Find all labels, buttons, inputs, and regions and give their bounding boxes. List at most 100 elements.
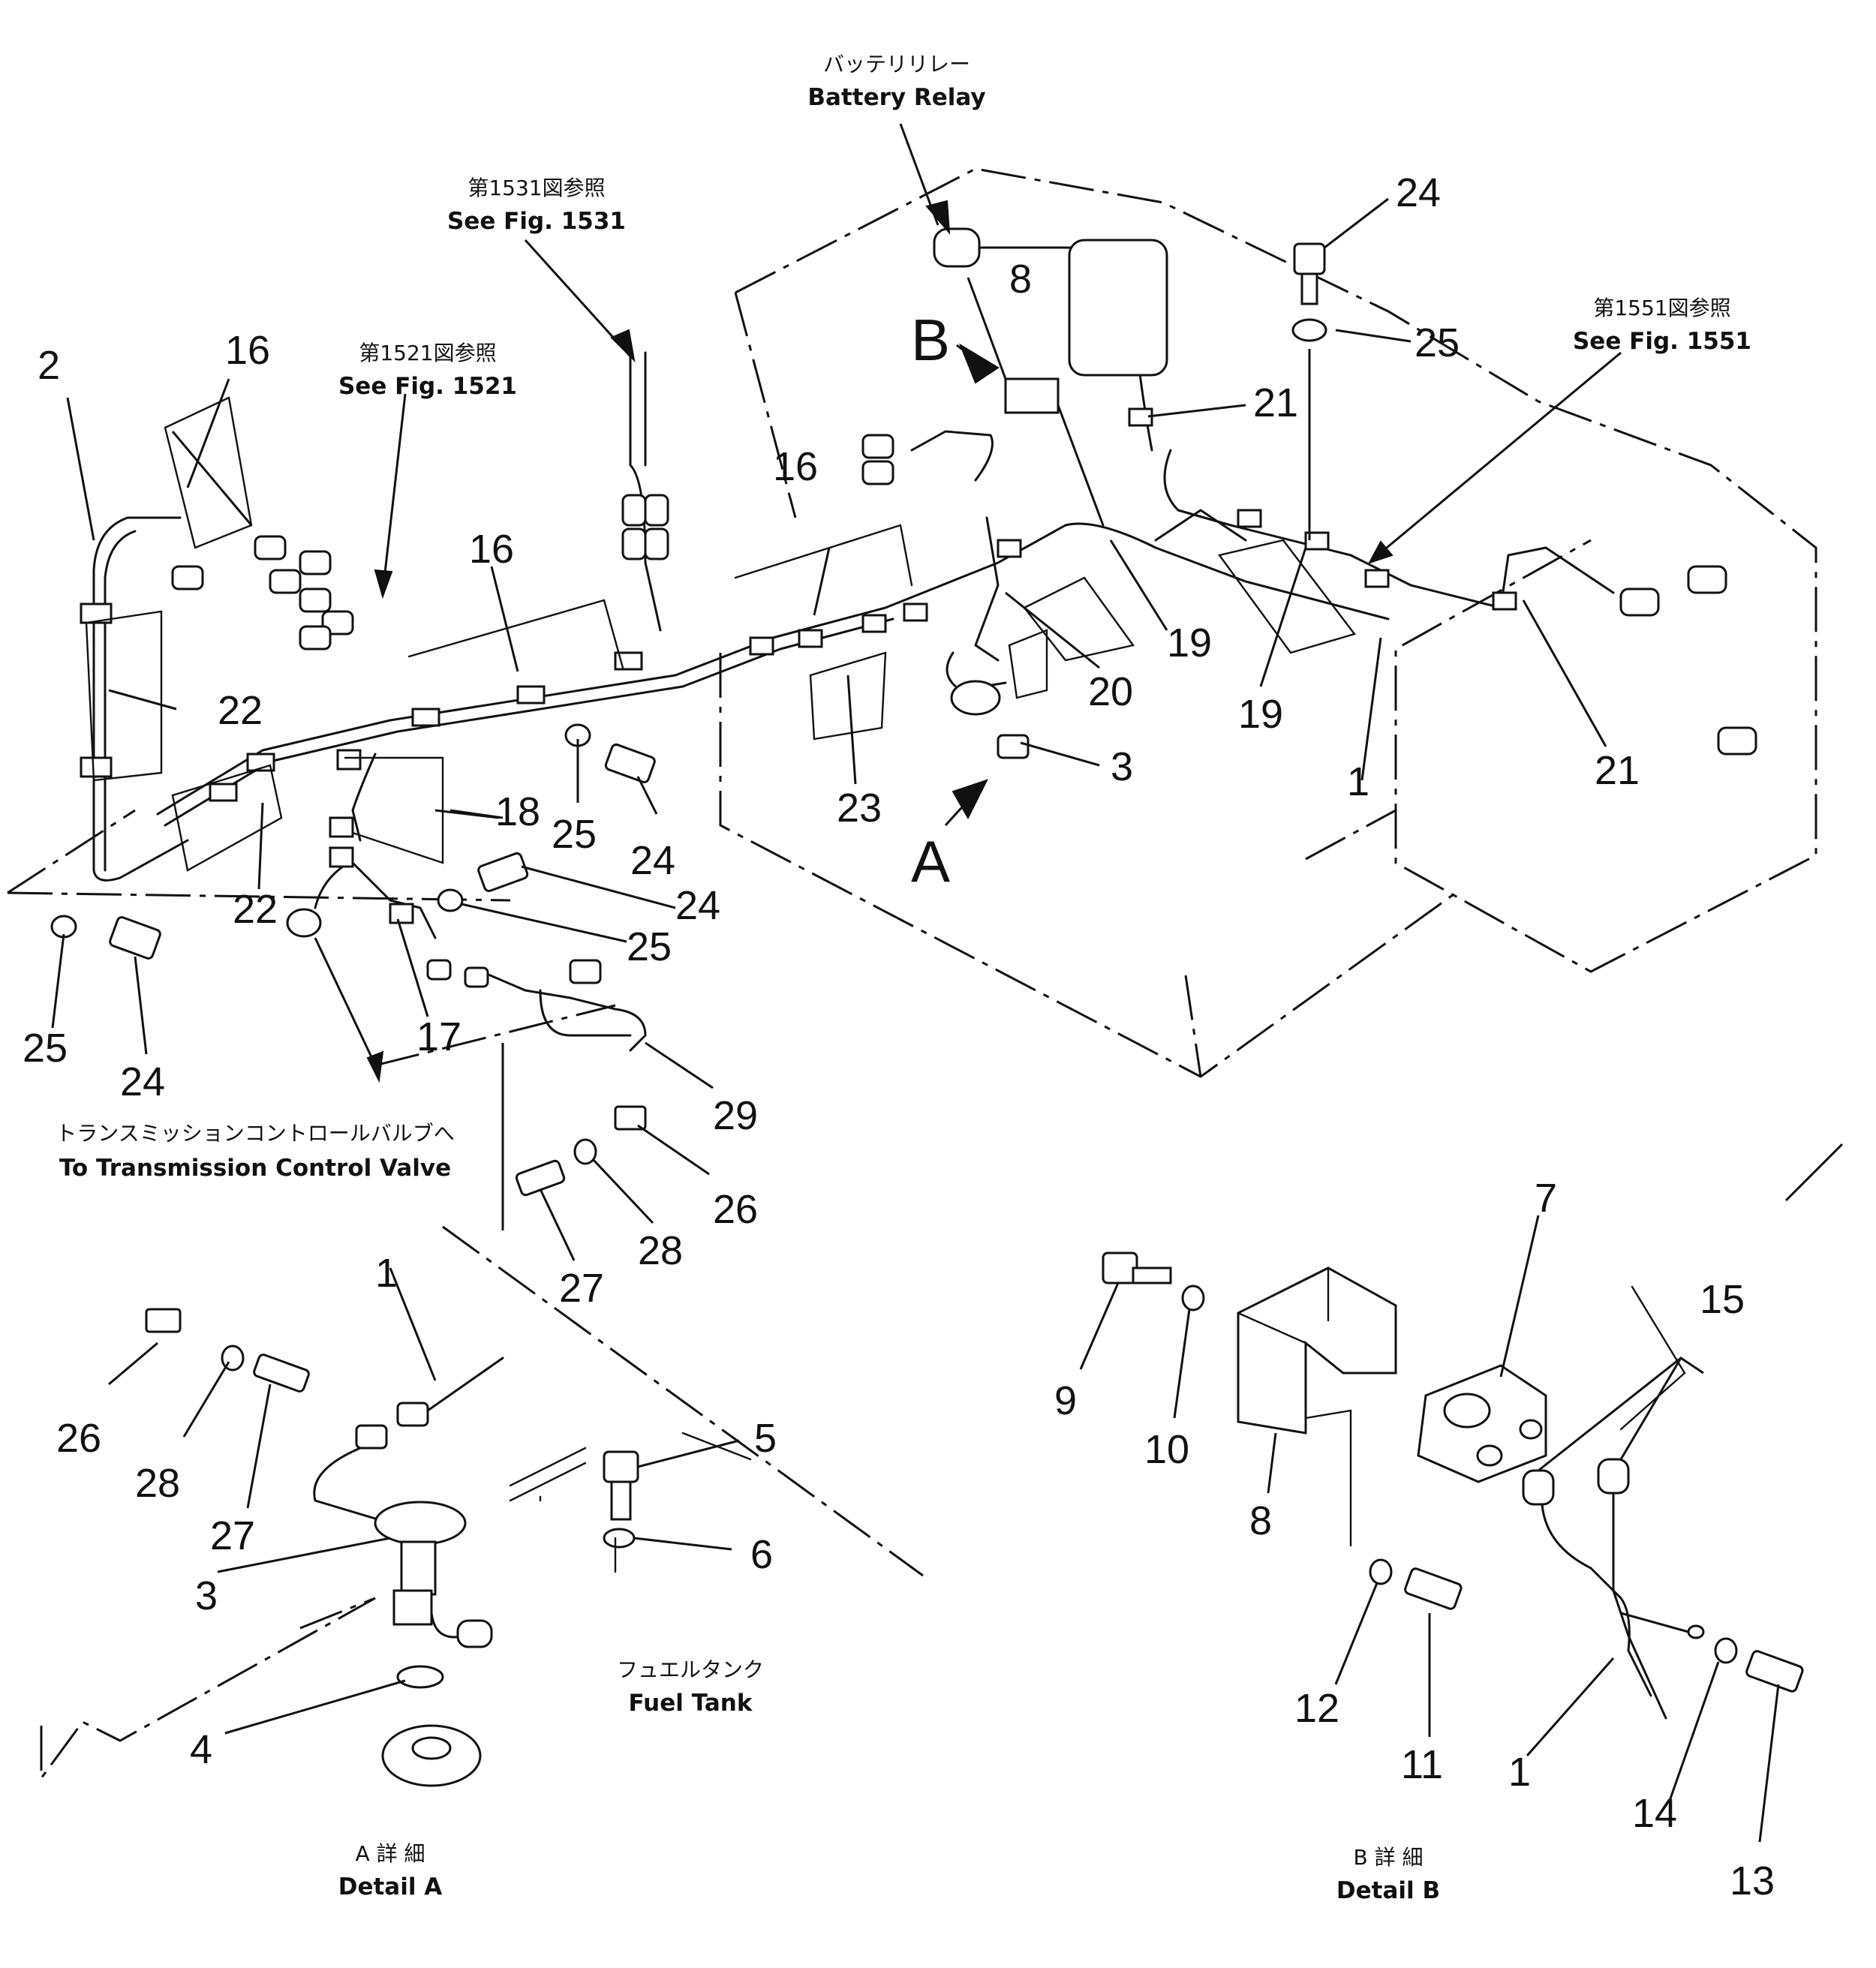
bolt-24-shank <box>1300 272 1318 305</box>
fuel-sender-cap <box>950 680 1001 716</box>
battery-relay-caption-jp: バッテリリレー <box>823 52 970 77</box>
part-callout: 15 <box>1700 1277 1745 1322</box>
part-callout: 21 <box>1595 748 1640 793</box>
bracket-8-edge <box>1237 1266 1330 1345</box>
part-callout: 7 <box>1535 1176 1557 1221</box>
connector-left-4 <box>299 550 332 575</box>
part-callout: 16 <box>773 444 818 489</box>
part-callout: 3 <box>195 1573 218 1618</box>
callout-boxes <box>85 396 1686 1431</box>
bolt-24 <box>109 916 161 960</box>
fuel-tank-caption-jp: フュエルタンク <box>617 1657 764 1682</box>
bolt-27 <box>253 1354 310 1393</box>
tank-flange-bore <box>411 1736 452 1760</box>
battery-relay-caption: Battery Relay <box>807 84 985 111</box>
washer-14 <box>1714 1637 1738 1664</box>
part-callout: 26 <box>713 1187 758 1232</box>
part-callout: 13 <box>1730 1858 1775 1903</box>
relay-connector <box>933 227 981 268</box>
clamp <box>329 846 354 868</box>
bolt-5-shank <box>610 1480 632 1521</box>
elbow-connector <box>286 908 322 938</box>
fig1531-caption: See Fig. 1531 <box>447 208 626 235</box>
part-callout: 24 <box>120 1059 165 1104</box>
detail-a <box>145 1308 752 1787</box>
o-ring-4 <box>396 1665 444 1689</box>
part-callout: 20 <box>1088 669 1133 714</box>
washer-25 <box>437 888 464 912</box>
harness-1b <box>1541 1503 1652 1697</box>
part-callout: 23 <box>837 786 882 831</box>
detail-b <box>1102 1251 1804 1720</box>
part-callout: 25 <box>552 812 597 857</box>
fuel-tank-caption: Fuel Tank <box>629 1690 753 1717</box>
part-callout: 22 <box>218 688 263 733</box>
part-callout: 9 <box>1054 1378 1077 1423</box>
part-callouts: 2 16 16 16 22 22 18 25 24 24 25 25 24 17… <box>23 170 1775 1903</box>
transmission-caption-jp: トランスミッションコントロールバルブへ <box>56 1121 454 1146</box>
captions: バッテリリレー Battery Relay 第1531図参照 See Fig. … <box>56 52 1751 1904</box>
part-callout: 22 <box>233 887 278 932</box>
part-callout: 24 <box>1396 170 1441 215</box>
clamp <box>861 614 887 633</box>
washer-28 <box>573 1138 597 1165</box>
relay-7-terminal <box>1443 1393 1491 1429</box>
washer-6 <box>603 1528 636 1549</box>
eyelet <box>1687 1624 1705 1639</box>
part-callout: 19 <box>1238 692 1283 737</box>
part-callout: 11 <box>1401 1742 1443 1787</box>
bolt-5 <box>603 1450 639 1483</box>
connector-left-2 <box>254 535 287 560</box>
connector-mid-2 <box>644 494 669 527</box>
part-callout: 29 <box>713 1093 758 1138</box>
connectors <box>80 227 1757 1037</box>
relay-box-8 <box>1004 377 1060 414</box>
connector-left-7 <box>299 625 332 650</box>
clamp <box>389 903 414 924</box>
relay-7-stud <box>1476 1444 1503 1467</box>
fig1551-caption: See Fig. 1551 <box>1573 328 1751 355</box>
bolt-9-shank <box>1132 1266 1172 1284</box>
relay-7-stud <box>1519 1419 1543 1440</box>
connector-mid-3 <box>621 527 647 560</box>
connector-3 <box>355 1424 388 1450</box>
part-callout: 1 <box>1508 1750 1531 1795</box>
detail-b-title: Detail B <box>1336 1877 1440 1904</box>
transmission-caption: To Transmission Control Valve <box>59 1155 451 1182</box>
washer-12 <box>1369 1558 1393 1585</box>
fig1521-caption-jp: 第1521図参照 <box>359 341 496 365</box>
part-callout: 8 <box>1249 1498 1272 1543</box>
bolt-13 <box>1745 1650 1804 1693</box>
part-callout: 2 <box>38 343 60 388</box>
cable-29 <box>539 989 632 1037</box>
fuel-sender-float <box>392 1589 433 1626</box>
clamp <box>1237 509 1262 528</box>
connector-left-1 <box>171 565 204 590</box>
connector-right-1 <box>1619 587 1660 617</box>
bracket-8-mount <box>1304 1409 1352 1547</box>
detail-b-title-jp: B 詳 細 <box>1353 1845 1423 1870</box>
harness-1b <box>1612 1492 1667 1720</box>
bolt-24 <box>604 743 656 783</box>
part-callout: 19 <box>1167 620 1212 666</box>
part-callout: 5 <box>754 1416 777 1461</box>
clamp <box>336 749 362 771</box>
harness-1 <box>426 1357 504 1412</box>
clamp <box>209 783 238 802</box>
fig1551-caption-jp: 第1551図参照 <box>1593 296 1730 320</box>
clamp <box>903 602 928 622</box>
part-callout: 18 <box>495 789 540 834</box>
view-a-label: A <box>911 828 950 894</box>
clamp <box>798 629 823 648</box>
part-callout: 27 <box>559 1266 604 1311</box>
bolt-11 <box>1404 1567 1463 1610</box>
clamp <box>516 685 546 705</box>
washer-10 <box>1181 1284 1205 1311</box>
part-callout: 24 <box>630 838 675 883</box>
float-ball <box>456 1619 493 1648</box>
frame-outlines <box>7 167 1817 1782</box>
part-callout: 1 <box>375 1251 398 1296</box>
part-callout: 6 <box>750 1532 773 1577</box>
bolt-24 <box>1293 242 1326 275</box>
